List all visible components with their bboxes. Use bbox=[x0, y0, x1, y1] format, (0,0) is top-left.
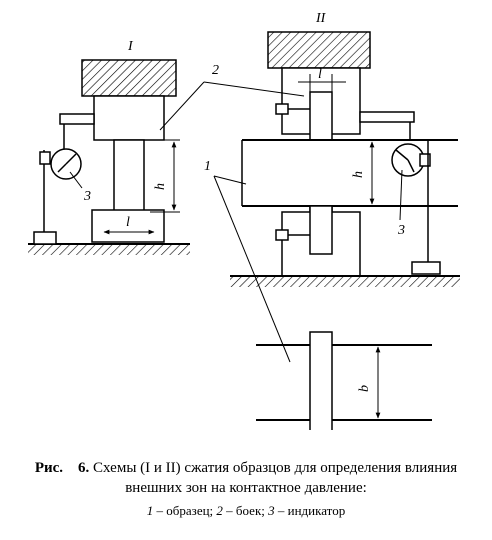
caption-number: 6. bbox=[78, 460, 90, 476]
indicator-base-two bbox=[411, 261, 441, 275]
scheme-one-label: I bbox=[127, 39, 134, 54]
indicator-label-two: 3 bbox=[397, 223, 405, 238]
caption-title-2: внешних зон на контактное давление: bbox=[125, 480, 367, 496]
height-label-two: h bbox=[351, 171, 366, 178]
legend-text-3: – индикатор bbox=[274, 503, 346, 518]
scheme-one: I bbox=[28, 39, 205, 255]
indicator-arm-two bbox=[359, 111, 415, 123]
length-label-one: l bbox=[126, 215, 130, 230]
legend-text-2: – боек; bbox=[222, 503, 269, 518]
height-label-one: h bbox=[153, 183, 168, 190]
sample-label: 1 bbox=[204, 159, 211, 174]
plan-view-striker bbox=[309, 331, 333, 430]
length-label-two: l bbox=[318, 67, 322, 82]
upper-press-plate-one bbox=[81, 59, 177, 97]
scheme-two: II bbox=[203, 11, 460, 430]
upper-striker-two bbox=[309, 91, 333, 141]
die-label: 2 bbox=[212, 63, 219, 78]
compression-schemes-diagram: I h l 3 II bbox=[28, 11, 460, 430]
indicator-arm-one bbox=[59, 113, 95, 125]
indicator-base-one bbox=[33, 231, 57, 245]
upper-die-one bbox=[93, 95, 165, 141]
scheme-two-label: II bbox=[315, 11, 327, 26]
strip-sample-two bbox=[242, 140, 458, 206]
upper-press-plate-two bbox=[267, 31, 371, 69]
legend-num-3: 3 bbox=[268, 503, 275, 518]
caption-legend: 1 – образец; 2 – боек; 3 – индикатор bbox=[0, 501, 492, 521]
legend-num-2: 2 bbox=[216, 503, 223, 518]
legend-num-1: 1 bbox=[146, 503, 154, 518]
indicator-label-one: 3 bbox=[83, 189, 91, 204]
caption-title-1: Схемы (I и II) сжатия образцов для опред… bbox=[93, 460, 458, 476]
caption-line-1: Рис. 6. Схемы (I и II) сжатия образцов д… bbox=[0, 458, 492, 478]
legend-text-1: – образец; bbox=[153, 503, 217, 518]
caption-prefix: Рис. bbox=[34, 460, 64, 476]
width-label: b bbox=[357, 385, 372, 392]
figure-caption: Рис. 6. Схемы (I и II) сжатия образцов д… bbox=[0, 458, 492, 521]
caption-line-2: внешних зон на контактное давление: bbox=[0, 478, 492, 498]
sample-one bbox=[113, 139, 145, 213]
lower-die-one bbox=[91, 209, 165, 243]
